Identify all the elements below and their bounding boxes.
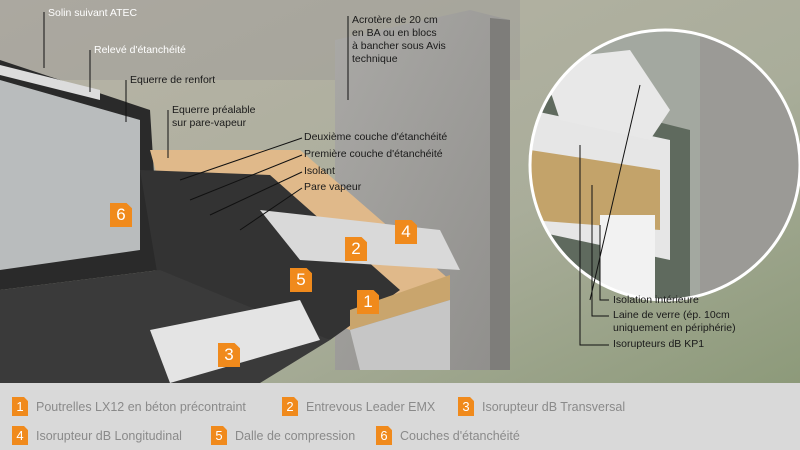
- legend-text: Poutrelles LX12 en béton précontraint: [36, 399, 246, 414]
- label-line: à bancher sous Avis: [352, 40, 446, 52]
- legend-badge: 2: [282, 397, 298, 416]
- label-laine-1: Laine de verre (ép. 10cm: [613, 309, 730, 321]
- legend-item: 6 Couches d'étanchéité: [376, 426, 520, 445]
- magnifier-circle: [528, 28, 800, 302]
- badge-3: 3: [218, 343, 240, 367]
- legend-text: Couches d'étanchéité: [400, 428, 520, 443]
- label-acrotere: Acrotère de 20 cm en BA ou en blocs à ba…: [352, 14, 446, 66]
- legend-item: 5 Dalle de compression: [211, 426, 355, 445]
- magnified-detail: [530, 30, 800, 300]
- label-isolation-interieure: Isolation intérieure: [613, 294, 699, 306]
- label-laine-2: uniquement en périphérie): [613, 322, 736, 334]
- legend-text: Isorupteur dB Transversal: [482, 399, 626, 414]
- badge-1: 1: [357, 290, 379, 314]
- label-line: en BA ou en blocs: [352, 27, 437, 39]
- label-releve: Relevé d'étanchéité: [94, 44, 186, 56]
- badge-6: 6: [110, 203, 132, 227]
- legend-badge: 1: [12, 397, 28, 416]
- legend-item: 2 Entrevous Leader EMX: [282, 397, 435, 416]
- legend-text: Entrevous Leader EMX: [306, 399, 436, 414]
- label-isolant: Isolant: [304, 165, 335, 177]
- label-pare-vapeur: Pare vapeur: [304, 181, 362, 193]
- badge-5: 5: [290, 268, 312, 292]
- label-solin: Solin suivant ATEC: [48, 7, 138, 19]
- flashing: [0, 65, 100, 100]
- transversal-rupteur: [150, 300, 320, 383]
- label-line: Equerre préalable: [172, 104, 256, 116]
- legend: 1 Poutrelles LX12 en béton précontraint 2…: [0, 383, 800, 450]
- legend-item: 4 Isorupteur dB Longitudinal: [12, 426, 182, 445]
- legend-text: Isorupteur dB Longitudinal: [36, 428, 182, 443]
- label-equerre-renfort: Equerre de renfort: [130, 74, 216, 86]
- label-kp1: Isorupteurs dB KP1: [613, 338, 705, 350]
- legend-badge: 6: [376, 426, 392, 445]
- legend-badge: 5: [211, 426, 227, 445]
- badge-2: 2: [345, 237, 367, 261]
- legend-text: Dalle de compression: [235, 428, 356, 443]
- label-line: Acrotère de 20 cm: [352, 14, 438, 26]
- roof-detail-illustration: [0, 0, 800, 383]
- legend-item: 1 Poutrelles LX12 en béton précontraint: [12, 397, 246, 416]
- illustration-drawing: [0, 0, 800, 383]
- legend-badge: 4: [12, 426, 28, 445]
- leader-lines: [43, 12, 641, 346]
- badge-4: 4: [395, 220, 417, 244]
- label-line: technique: [352, 53, 398, 65]
- legend-item: 3 Isorupteur dB Transversal: [458, 397, 625, 416]
- label-line: sur pare-vapeur: [172, 117, 247, 129]
- legend-badge: 3: [458, 397, 474, 416]
- compression-slab: [350, 275, 450, 330]
- label-premiere-couche: Première couche d'étanchéité: [304, 148, 443, 160]
- label-deuxieme-couche: Deuxième couche d'étanchéité: [304, 131, 448, 143]
